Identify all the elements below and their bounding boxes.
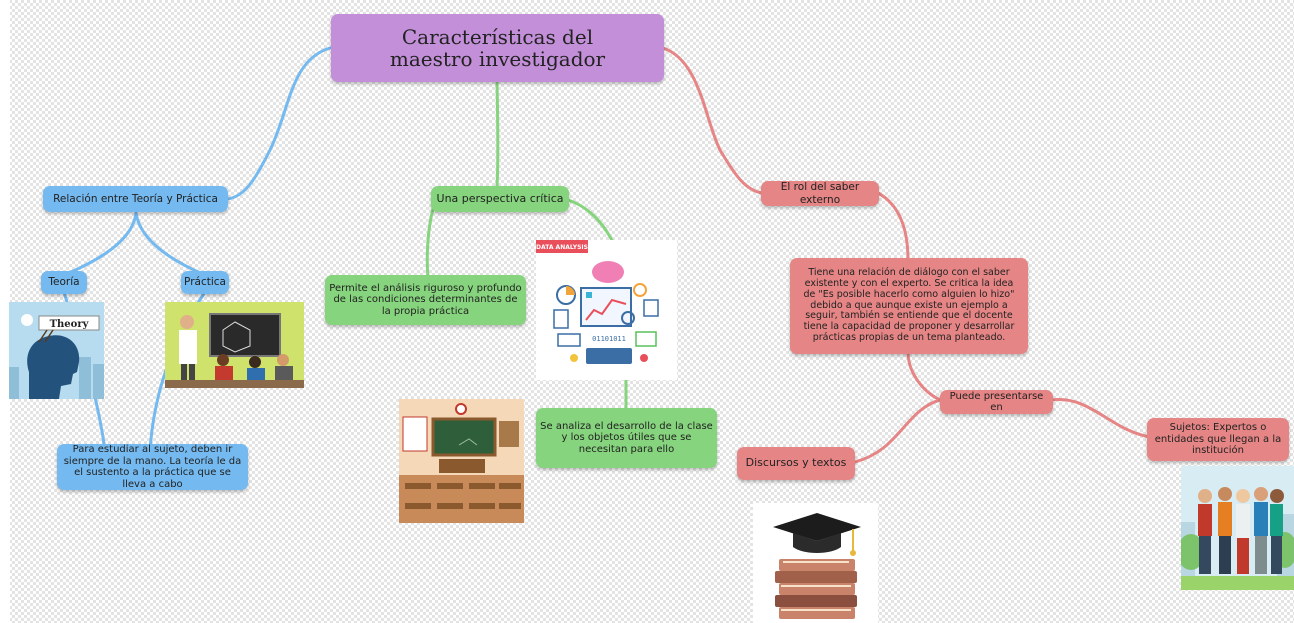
- connector-to-teoria: [62, 211, 138, 277]
- connector-saber-to-detail: [876, 191, 910, 262]
- data-analysis-image: DATA ANALYSIS 01101011: [536, 240, 677, 380]
- connector-central-to-saber: [661, 46, 764, 195]
- node-saber-externo-detail[interactable]: Tiene una relación de diálogo con el sab…: [790, 258, 1028, 354]
- theory-image-label: Theory: [50, 319, 90, 330]
- data-analysis-tag: DATA ANALYSIS: [536, 244, 588, 251]
- graduation-books-image: [753, 503, 878, 623]
- branch-teoria-practica[interactable]: Relación entre Teoría y Práctica: [43, 186, 228, 212]
- central-topic[interactable]: Características del maestro investigador: [331, 14, 664, 82]
- classroom-image: [399, 399, 524, 523]
- canvas-margin: [0, 0, 10, 623]
- node-perspectiva-detail-2[interactable]: Se analiza el desarrollo de la clase y l…: [536, 408, 717, 468]
- connector-to-practica: [134, 211, 207, 277]
- branch-saber-externo[interactable]: El rol del saber externo: [761, 181, 879, 206]
- connector-perspectiva-to-detail1: [425, 198, 438, 280]
- node-discursos-textos[interactable]: Discursos y textos: [737, 447, 855, 480]
- theory-image: Theory: [9, 302, 104, 399]
- node-perspectiva-detail-1[interactable]: Permite el análisis riguroso y profundo …: [325, 275, 526, 325]
- node-teoria-practica-detail[interactable]: Para estudiar al sujeto, deben ir siempr…: [57, 444, 248, 490]
- connector-puede-to-sujetos: [1050, 398, 1152, 439]
- node-practica[interactable]: Práctica: [181, 271, 229, 294]
- connector-puede-to-discursos: [853, 398, 942, 464]
- experts-people-image: [1181, 466, 1294, 590]
- connector-central-to-teoria-practica: [226, 46, 332, 201]
- data-analysis-binary: 01101011: [592, 335, 626, 343]
- node-puede-presentarse[interactable]: Puede presentarse en: [940, 390, 1053, 414]
- branch-perspectiva-critica[interactable]: Una perspectiva crítica: [431, 186, 569, 212]
- connector-central-to-perspectiva: [495, 80, 500, 188]
- node-sujetos[interactable]: Sujetos: Expertos o entidades que llegan…: [1147, 418, 1289, 461]
- node-teoria[interactable]: Teoría: [41, 271, 87, 294]
- practice-classroom-image: [165, 302, 304, 388]
- connector-detail-to-puede: [906, 350, 942, 402]
